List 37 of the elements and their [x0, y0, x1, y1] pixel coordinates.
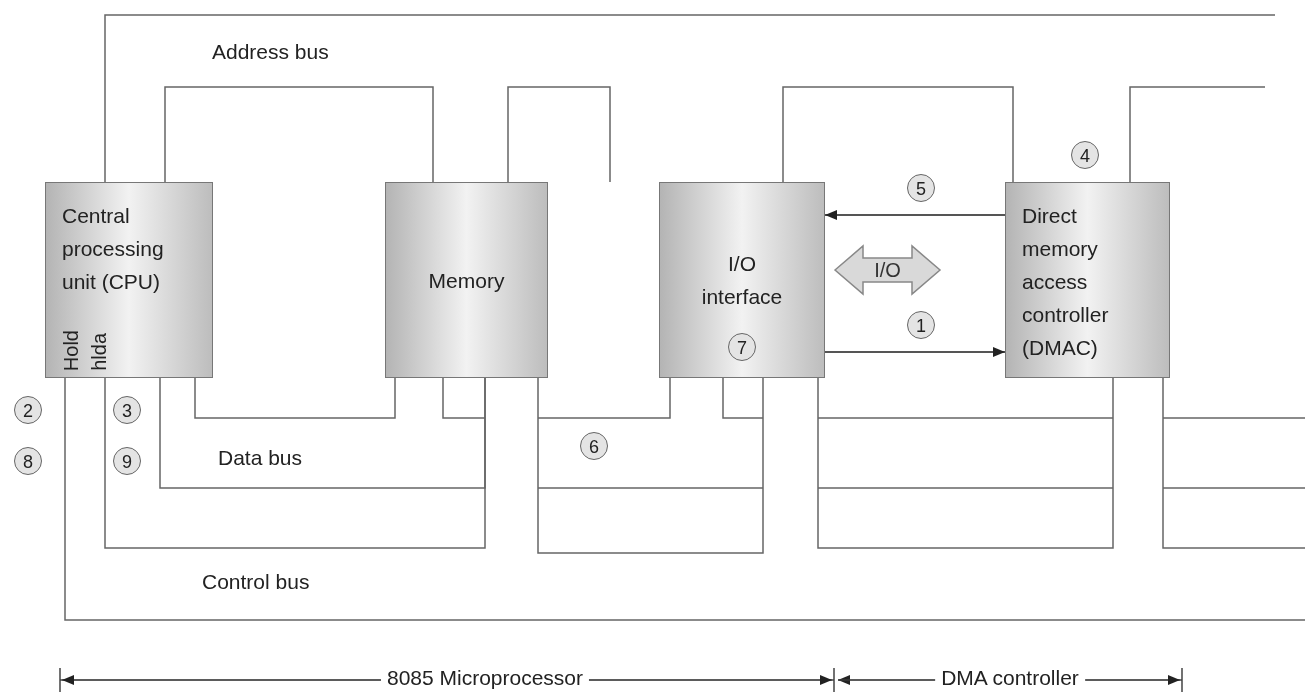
- process-box: [1005, 182, 1170, 378]
- callout-number: 3: [113, 396, 141, 424]
- node-label: Direct memory access controller (DMAC): [1022, 203, 1110, 361]
- bus-label: Data bus: [218, 446, 303, 470]
- callout-number: 5: [907, 174, 935, 202]
- bus-line: [782, 86, 1014, 183]
- bus-line: [1129, 86, 1266, 183]
- callout-number: 6: [580, 432, 608, 460]
- callout-number: 8: [14, 447, 42, 475]
- callout-number: 4: [1071, 141, 1099, 169]
- bus-line: [159, 377, 486, 489]
- callout-number: 9: [113, 447, 141, 475]
- bus-line: [1162, 377, 1305, 549]
- process-box: [659, 182, 825, 378]
- bus-label: Control bus: [202, 570, 310, 594]
- bus-line: [104, 14, 1276, 183]
- node-label: Central processing unit (CPU): [62, 203, 165, 295]
- double-arrow: [833, 244, 942, 296]
- bus-line: [64, 377, 1305, 621]
- bus-line: [164, 86, 434, 183]
- process-box: [45, 182, 213, 378]
- bus-line: [507, 86, 611, 183]
- arrow: [824, 210, 1006, 220]
- process-box: [385, 182, 548, 378]
- callout-number: 1: [907, 311, 935, 339]
- signal-label: Hold: [60, 329, 83, 371]
- callout-number: 2: [14, 396, 42, 424]
- bus-label: Address bus: [212, 40, 329, 64]
- node-label: Memory: [427, 267, 506, 294]
- bus-line: [194, 377, 396, 419]
- signal-label: hlda: [88, 333, 111, 371]
- bus-line: [537, 377, 764, 554]
- arrow: [824, 347, 1006, 357]
- bus-line: [104, 377, 486, 549]
- bus-line: [817, 377, 1114, 549]
- node-label: I/O interface: [700, 251, 784, 310]
- edge-label: I/O: [874, 258, 901, 282]
